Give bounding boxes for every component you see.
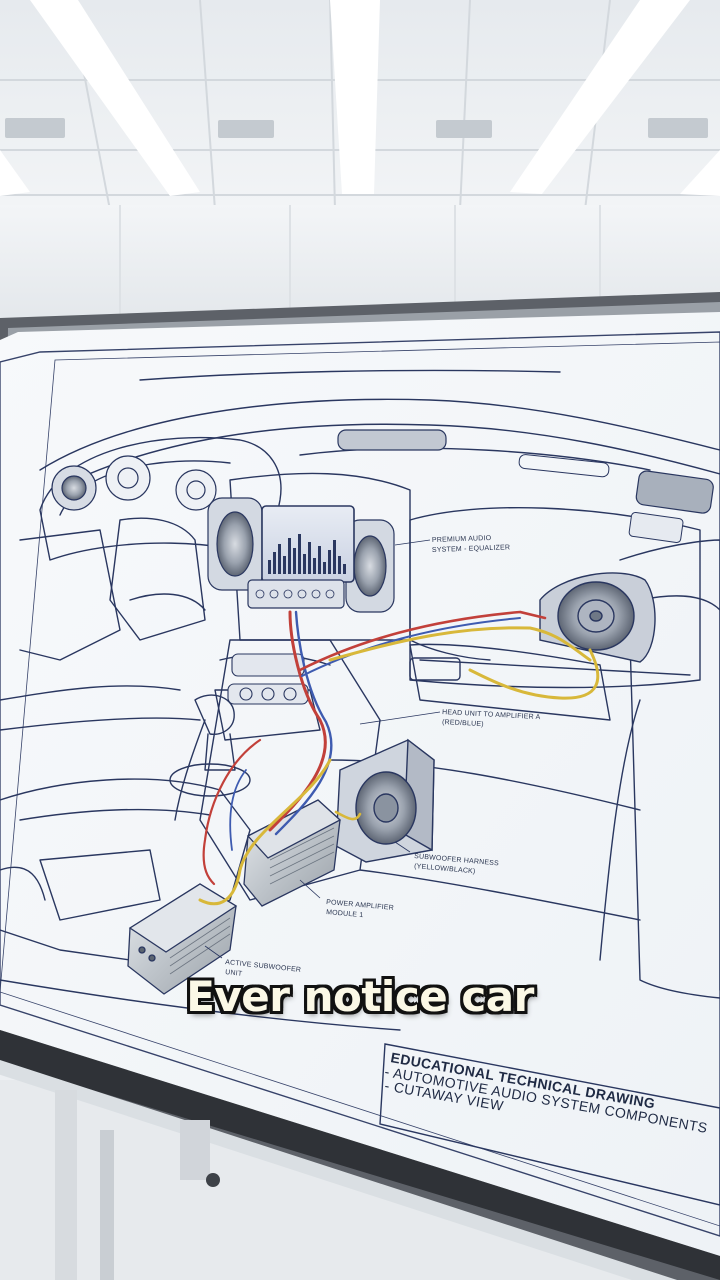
eq-bar bbox=[278, 544, 281, 574]
wiring-harnesses bbox=[198, 610, 600, 906]
eq-bar bbox=[308, 542, 311, 574]
eq-bar bbox=[338, 556, 341, 574]
eq-bar bbox=[343, 564, 346, 574]
eq-bar bbox=[318, 546, 321, 574]
callout-head-unit-line2: (RED/BLUE) bbox=[442, 719, 484, 728]
callout-leaders bbox=[204, 539, 441, 959]
callout-amp-line2: MODULE 1 bbox=[326, 909, 364, 919]
gauge-cluster bbox=[51, 455, 217, 511]
callout-equalizer-line1: PREMIUM AUDIO bbox=[432, 535, 492, 544]
eq-bar bbox=[268, 560, 271, 574]
eq-bar bbox=[328, 550, 331, 574]
eq-bar bbox=[313, 558, 316, 574]
climate-controls bbox=[227, 653, 309, 705]
active-subwoofer-unit bbox=[127, 883, 238, 995]
head-unit-equalizer bbox=[247, 505, 355, 609]
dash-vents bbox=[337, 429, 714, 543]
eq-bar bbox=[298, 534, 301, 574]
video-caption: Ever notice car bbox=[186, 972, 534, 1021]
eq-bar bbox=[283, 556, 286, 574]
eq-bar bbox=[293, 548, 296, 574]
callout-equalizer-line2: SYSTEM - EQUALIZER bbox=[432, 544, 510, 554]
subwoofer-enclosure bbox=[335, 738, 435, 863]
eq-bar bbox=[323, 562, 326, 574]
eq-bar bbox=[273, 552, 276, 574]
callout-active-sub-line2: UNIT bbox=[225, 969, 243, 978]
eq-bar bbox=[333, 540, 336, 574]
ceiling-lights bbox=[0, 0, 720, 196]
passenger-speaker bbox=[539, 572, 656, 663]
eq-bar bbox=[303, 554, 306, 574]
eq-bar bbox=[288, 538, 291, 574]
